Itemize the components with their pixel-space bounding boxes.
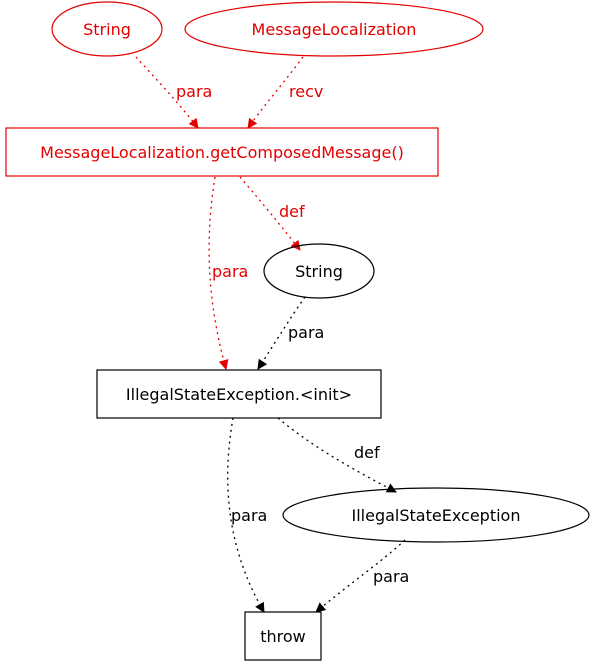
edge-getcomposed-to-init <box>208 176 229 370</box>
node-label-string-mid: String <box>295 262 343 281</box>
edge-label-para-mid: para <box>288 323 324 342</box>
node-illegal-state-exception[interactable]: IllegalStateException <box>282 487 590 543</box>
edge-string-to-init <box>257 296 306 370</box>
node-label-string-top: String <box>83 20 131 39</box>
edge-label-para-left: para <box>231 506 267 525</box>
node-label-get-composed-message: MessageLocalization.getComposedMessage() <box>40 143 404 162</box>
edge-label-def-black: def <box>354 443 380 462</box>
node-label-illegal-state-init: IllegalStateException.<init> <box>126 385 352 404</box>
node-message-localization[interactable]: MessageLocalization <box>184 1 484 57</box>
node-label-throw: throw <box>260 627 306 646</box>
edge-label-para-red: para <box>212 262 248 281</box>
edge-label-recv: recv <box>289 82 323 101</box>
node-get-composed-message[interactable]: MessageLocalization.getComposedMessage() <box>5 127 439 177</box>
node-string-mid[interactable]: String <box>263 243 375 299</box>
node-illegal-state-init[interactable]: IllegalStateException.<init> <box>96 369 382 419</box>
node-label-message-localization: MessageLocalization <box>252 20 417 39</box>
edge-string-to-getcomposed <box>135 56 199 129</box>
node-label-illegal-state-exception: IllegalStateException <box>352 506 521 525</box>
edge-label-para-top: para <box>176 82 212 101</box>
node-string-top[interactable]: String <box>51 1 163 57</box>
edge-getcomposed-to-string <box>239 176 301 251</box>
edge-label-para-right: para <box>373 567 409 586</box>
node-throw[interactable]: throw <box>244 611 322 661</box>
edge-exception-to-throw <box>315 539 406 613</box>
edge-label-def-red: def <box>279 202 305 221</box>
